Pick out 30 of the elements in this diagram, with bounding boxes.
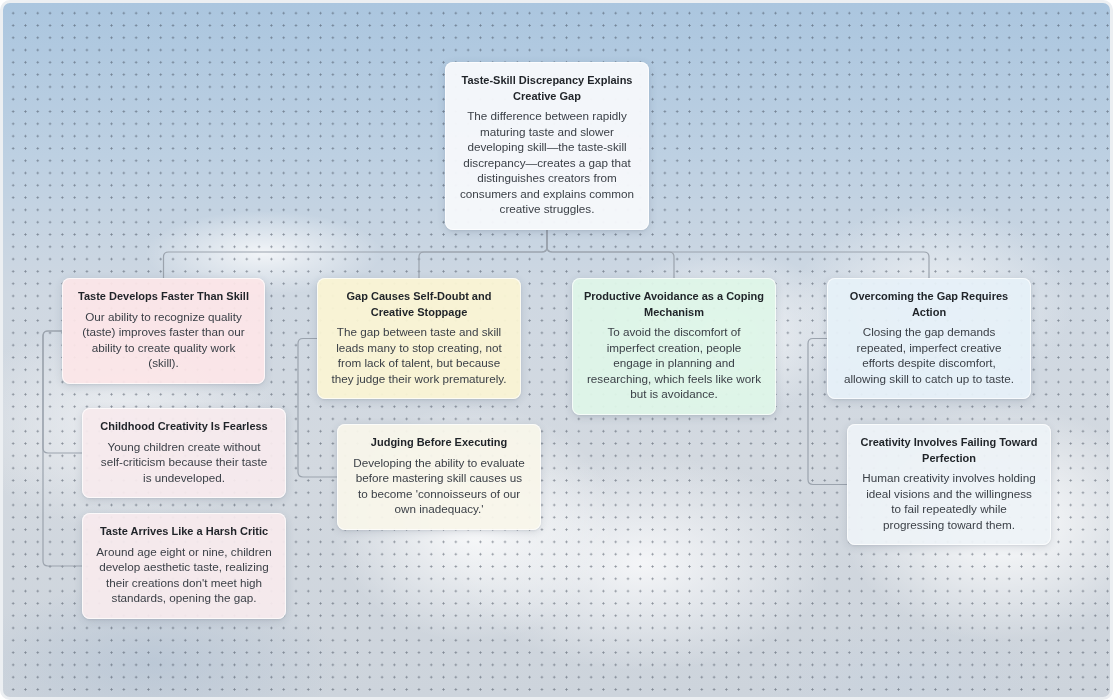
card-title: Taste-Skill Discrepancy Explains Creative Gap (460, 73, 634, 104)
card-title: Overcoming the Gap Requires Action (848, 289, 1010, 320)
connector-line (807, 337, 848, 486)
connector-line (297, 337, 338, 478)
card-description: Human creativity involves holding ideal visions and the willingness to fail repeatedly while progressing toward them. (861, 470, 1037, 532)
card-description: The difference between rapidly maturing taste and slower developing skill—the taste-skill discrepancy—creates a gap that distinguishes creators from consumers and explains common creative struggles. (458, 108, 636, 217)
card-title: Productive Avoidance as a Coping Mechanism (583, 289, 765, 320)
topic-card (337, 424, 541, 530)
card-description: The gap between taste and skill leads many to stop creating, not from lack of talent, but because they judge their work prematurely. (330, 324, 508, 386)
card-description: Young children create without self-criticism because their taste is undeveloped. (99, 438, 269, 485)
connector-line (42, 330, 83, 567)
topic-card (62, 278, 265, 384)
card-description: Closing the gap demands repeated, imperfect creative efforts despite discomfort, allowing skill to catch up to taste. (842, 324, 1016, 386)
topic-card (317, 278, 521, 399)
topic-card (572, 278, 776, 415)
card-title: Gap Causes Self-Doubt and Creative Stoppage (345, 289, 493, 320)
topic-card (847, 424, 1051, 545)
card-title: Taste Arrives Like a Harsh Critic (98, 524, 270, 539)
topic-card (827, 278, 1031, 399)
card-title: Taste Develops Faster Than Skill (77, 289, 250, 304)
topic-card (445, 62, 649, 230)
card-description: Our ability to recognize quality (taste) improves faster than our ability to create quality work (skill). (81, 308, 246, 371)
topic-card (82, 513, 286, 619)
card-title: Creativity Involves Failing Toward Perfection (859, 435, 1039, 466)
card-description: To avoid the discomfort of imperfect creation, people engage in planning and researching, which feels like work but is avoidance. (585, 324, 763, 402)
topic-card (82, 408, 286, 498)
card-title: Childhood Creativity Is Fearless (99, 419, 269, 434)
card-title: Judging Before Executing (369, 435, 509, 450)
card-description: Around age eight or nine, children develop aesthetic taste, realizing their creations don't meet high standards, opening the gap. (95, 543, 273, 606)
card-description: Developing the ability to evaluate before mastering skill causes us to become 'connoisseurs of our own inadequacy.' (352, 454, 526, 517)
